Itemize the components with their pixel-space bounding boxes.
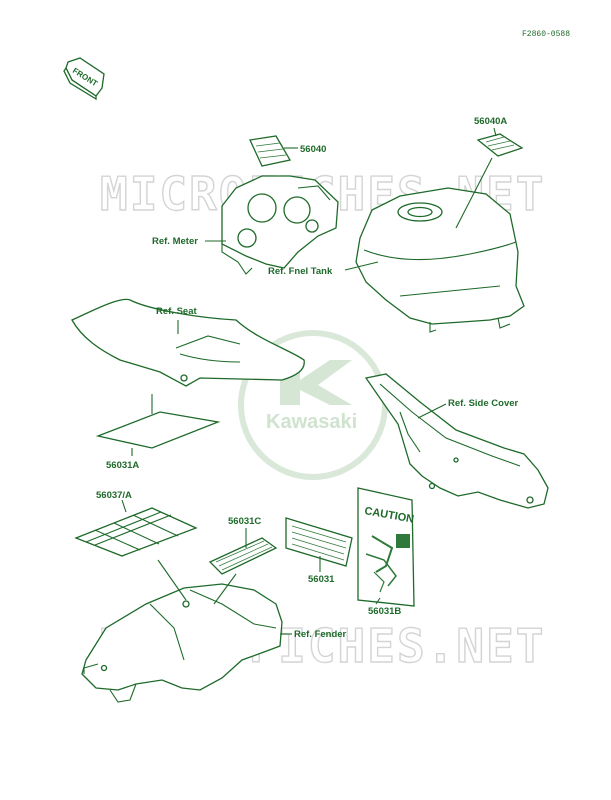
label-56040A: 56040A: [474, 116, 507, 127]
label-56031A: 56031A: [106, 460, 139, 471]
decal-56031A: [95, 411, 221, 449]
label-ref-side-cover: Ref. Side Cover: [448, 398, 519, 409]
label-56037A: 56037/A: [96, 490, 132, 501]
label-ref-seat: Ref. Seat: [156, 306, 197, 317]
seat-part: [71, 298, 305, 387]
diagram-code: F2860-0588: [522, 30, 570, 39]
label-56040: 56040: [300, 144, 326, 155]
fender-part: [81, 583, 283, 703]
decal-56037A: [74, 507, 198, 557]
logo-text: Kawasaki: [266, 411, 357, 433]
front-arrow-icon: FRONT: [63, 57, 105, 101]
meter-part: [221, 175, 339, 275]
decal-56031B: CAUTION: [357, 487, 415, 607]
decal-56031C: [208, 537, 278, 575]
decal-56031: [285, 517, 353, 567]
label-ref-fender: Ref. Fender: [294, 629, 347, 640]
label-56031: 56031: [308, 574, 335, 585]
label-ref-fuel-tank: Ref. Fnel Tank: [268, 266, 333, 277]
label-ref-meter: Ref. Meter: [152, 236, 198, 247]
fuel-tank-part: [355, 187, 525, 333]
label-56031C: 56031C: [228, 516, 261, 527]
decal-56040A: [476, 133, 524, 157]
decal-56040: [249, 135, 292, 167]
side-cover-part: [364, 373, 549, 509]
label-56031B: 56031B: [368, 606, 401, 617]
